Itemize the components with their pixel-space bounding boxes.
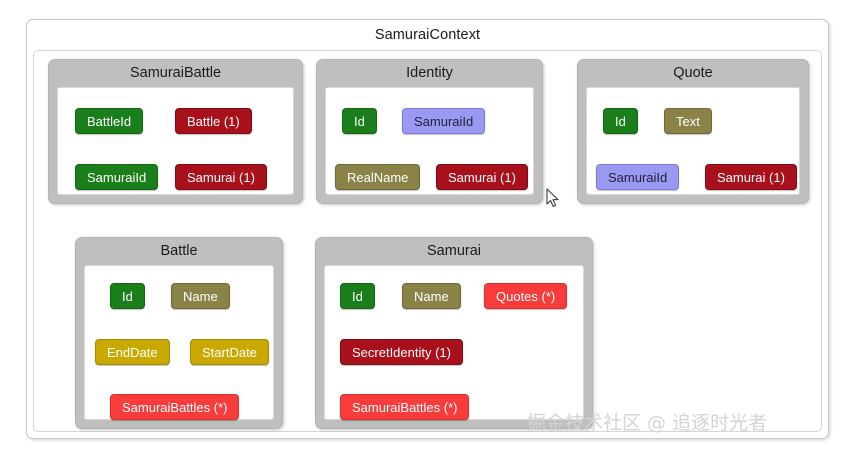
watermark: 掘金技术社区 @ 追逐时光者 <box>527 412 768 434</box>
property-samuraiid[interactable]: SamuraiId <box>75 164 159 190</box>
property-samurai-quotes[interactable]: Quotes (*) <box>484 283 568 309</box>
property-samurai-id[interactable]: Id <box>340 283 375 309</box>
property-battle-startdate[interactable]: StartDate <box>190 339 269 365</box>
entity-quote[interactable]: Quote Id Text SamuraiId Samurai (1) <box>577 59 809 204</box>
property-quote-text[interactable]: Text <box>664 108 712 134</box>
property-samurai-samuraibattles[interactable]: SamuraiBattles (*) <box>340 394 470 420</box>
property-battle-enddate[interactable]: EndDate <box>95 339 170 365</box>
mouse-cursor-icon <box>546 188 559 207</box>
property-identity-realname[interactable]: RealName <box>335 164 421 190</box>
property-quote-id[interactable]: Id <box>603 108 638 134</box>
property-samurai-secretidentity[interactable]: SecretIdentity (1) <box>340 339 463 365</box>
entity-samurai[interactable]: Samurai Id Name Quotes (*) SecretIdentit… <box>315 237 593 429</box>
property-battleid[interactable]: BattleId <box>75 108 144 134</box>
property-quote-samuraiid[interactable]: SamuraiId <box>596 164 680 190</box>
entity-title-samurai: Samurai <box>316 238 592 264</box>
entity-battle[interactable]: Battle Id Name EndDate StartDate Samurai… <box>75 237 283 429</box>
entity-body-identity: Id SamuraiId RealName Samurai (1) <box>325 87 534 195</box>
entity-title-identity: Identity <box>317 60 542 86</box>
property-samurai-name[interactable]: Name <box>402 283 461 309</box>
property-battle-nav[interactable]: Battle (1) <box>175 108 252 134</box>
entity-identity[interactable]: Identity Id SamuraiId RealName Samurai (… <box>316 59 543 204</box>
context-inner-frame <box>33 50 822 432</box>
property-battle-name[interactable]: Name <box>171 283 230 309</box>
entity-body-quote: Id Text SamuraiId Samurai (1) <box>586 87 800 195</box>
entity-samuraibattle[interactable]: SamuraiBattle BattleId Battle (1) Samura… <box>48 59 303 204</box>
property-battle-samuraibattles[interactable]: SamuraiBattles (*) <box>110 394 240 420</box>
entity-title-battle: Battle <box>76 238 282 264</box>
entity-title-quote: Quote <box>578 60 808 86</box>
property-identity-samurai-nav[interactable]: Samurai (1) <box>436 164 528 190</box>
context-title: SamuraiContext <box>374 27 481 43</box>
property-battle-id[interactable]: Id <box>110 283 145 309</box>
entity-body-samurai: Id Name Quotes (*) SecretIdentity (1) Sa… <box>324 265 584 420</box>
entity-body-battle: Id Name EndDate StartDate SamuraiBattles… <box>84 265 274 420</box>
property-samurai-nav[interactable]: Samurai (1) <box>175 164 267 190</box>
entity-body-samuraibattle: BattleId Battle (1) SamuraiId Samurai (1… <box>57 87 294 195</box>
property-quote-samurai-nav[interactable]: Samurai (1) <box>705 164 797 190</box>
property-identity-id[interactable]: Id <box>342 108 377 134</box>
entity-title-samuraibattle: SamuraiBattle <box>49 60 302 86</box>
property-identity-samuraiid[interactable]: SamuraiId <box>402 108 486 134</box>
